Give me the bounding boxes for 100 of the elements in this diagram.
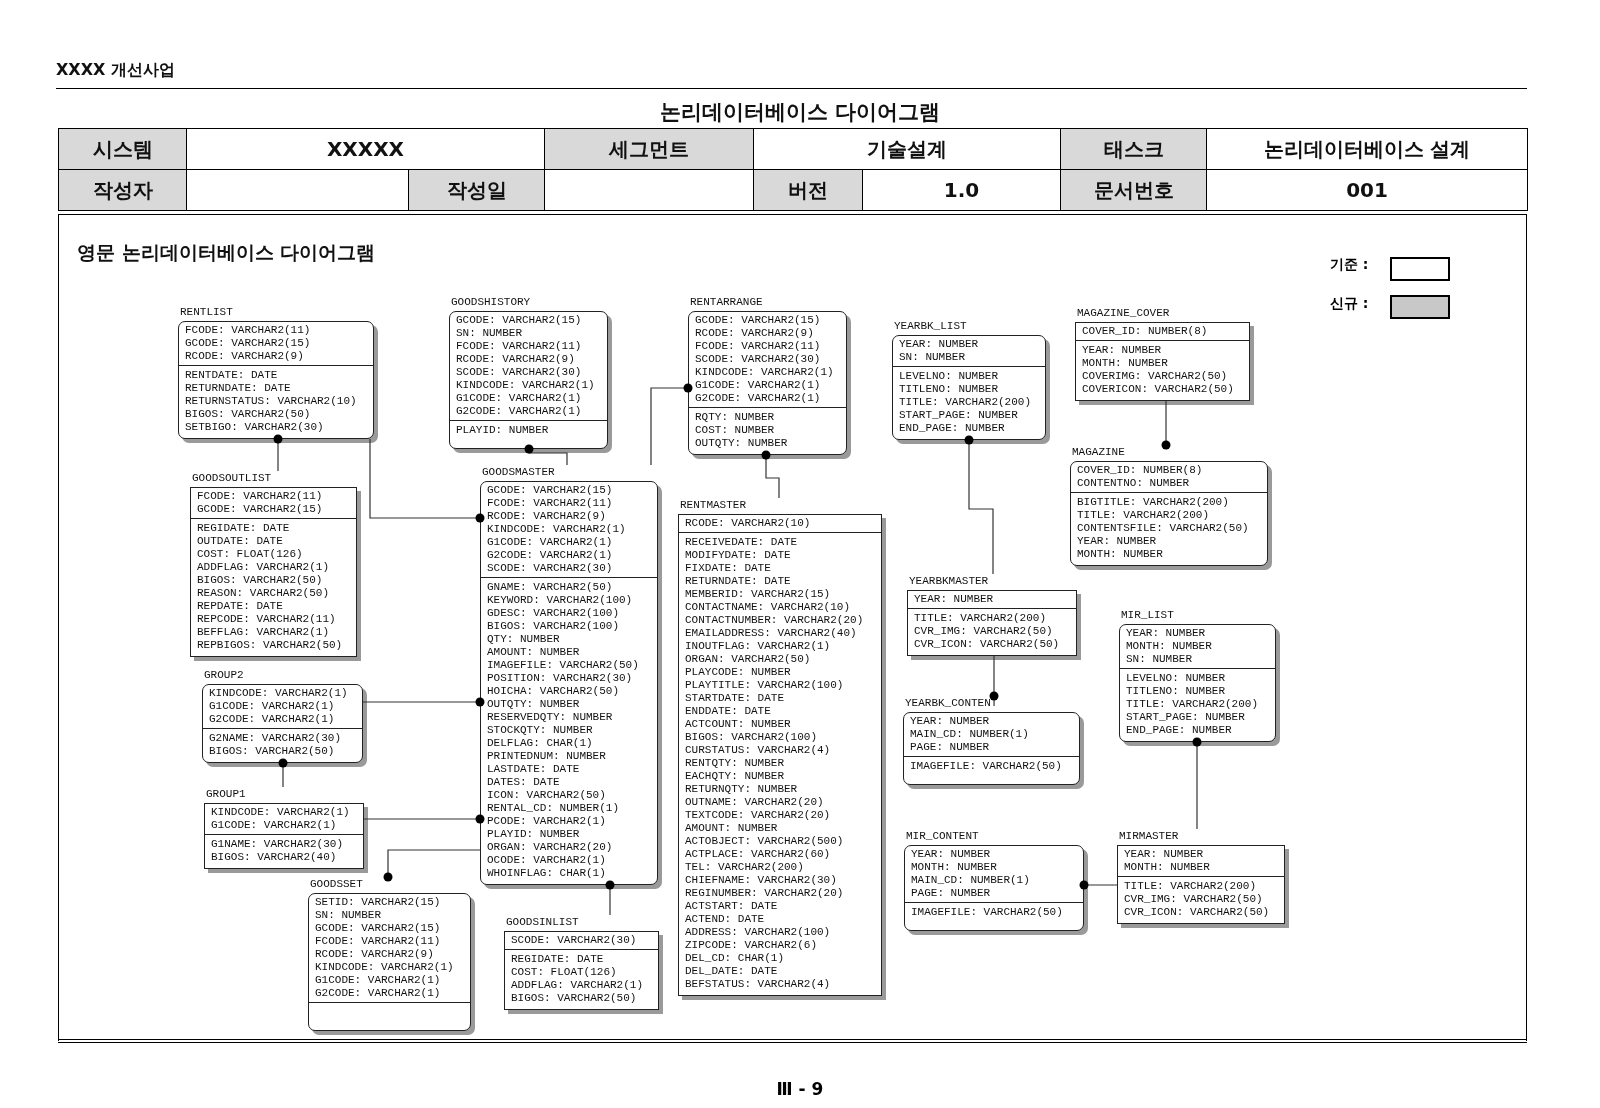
attribute: ADDFLAG: VARCHAR2(1) [197,561,331,574]
relationship-line [650,383,693,466]
attribute: TITLENO: NUMBER [1126,685,1227,698]
key-attribute: YEAR: NUMBER [1126,627,1207,640]
key-attribute: FCODE: VARCHAR2(11) [315,935,442,948]
attribute: CURSTATUS: VARCHAR2(4) [685,744,832,757]
key-attribute: FCODE: VARCHAR2(11) [695,340,822,353]
attribute: FIXDATE: DATE [685,562,772,575]
attribute: RENTAL_CD: NUMBER(1) [487,802,621,815]
relationship-line [362,697,485,707]
attribute: IMAGEFILE: VARCHAR2(50) [911,906,1064,919]
attribute: BEFSTATUS: VARCHAR2(4) [685,978,832,991]
key-attribute: FCODE: VARCHAR2(11) [487,497,614,510]
entity-name: GOODSINLIST [506,915,579,929]
attribute: G2NAME: VARCHAR2(30) [209,732,343,745]
attribute: DELFLAG: CHAR(1) [487,737,594,750]
table-cell: 논리데이터베이스 설계 [1207,129,1528,170]
key-attribute: SETID: VARCHAR2(15) [315,896,442,909]
entity-name: RENTARRANGE [690,295,763,309]
key-attribute: G1CODE: VARCHAR2(1) [211,819,338,832]
attribute: COST: FLOAT(126) [197,548,304,561]
attribute: LEVELNO: NUMBER [1126,672,1227,685]
attribute: CVR_ICON: VARCHAR2(50) [1124,906,1271,919]
key-attribute: SCODE: VARCHAR2(30) [695,353,822,366]
key-attribute: RCODE: VARCHAR2(10) [685,517,812,530]
attribute: BIGOS: VARCHAR2(50) [185,408,312,421]
attribute: KEYWORD: VARCHAR2(100) [487,594,634,607]
key-attribute: G2CODE: VARCHAR2(1) [315,987,442,1000]
attribute: PCODE: VARCHAR2(1) [487,815,607,828]
attribute: ORGAN: VARCHAR2(50) [685,653,812,666]
attribute: MEMBERID: VARCHAR2(15) [685,588,832,601]
key-attribute: MAIN_CD: NUMBER(1) [910,728,1030,741]
key-attribute: MONTH: NUMBER [911,861,998,874]
attribute: REPDATE: DATE [197,600,284,613]
attribute: ACTOBJECT: VARCHAR2(500) [685,835,845,848]
attribute: COVERICON: VARCHAR2(50) [1082,383,1235,396]
relationship-line [383,849,481,882]
relationship-line [1192,737,1202,830]
key-attribute: MONTH: NUMBER [1124,861,1211,874]
attribute: CONTACTNAME: VARCHAR2(10) [685,601,852,614]
entity-name: GROUP1 [206,787,246,801]
attribute: QTY: NUMBER [487,633,561,646]
key-attribute: KINDCODE: VARCHAR2(1) [456,379,596,392]
attribute: BIGTITLE: VARCHAR2(200) [1077,496,1230,509]
table-header-cell: 버전 [754,170,863,211]
attribute: REASON: VARCHAR2(50) [197,587,331,600]
attribute: AMOUNT: NUMBER [487,646,581,659]
key-attribute: KINDCODE: VARCHAR2(1) [209,687,349,700]
attribute: CONTENTSFILE: VARCHAR2(50) [1077,522,1250,535]
key-attribute: YEAR: NUMBER [899,338,980,351]
key-attribute: RCODE: VARCHAR2(9) [456,353,576,366]
attribute: G1NAME: VARCHAR2(30) [211,838,345,851]
key-attribute: PAGE: NUMBER [911,887,992,900]
key-attribute: YEAR: NUMBER [914,593,995,606]
attribute: CVR_ICON: VARCHAR2(50) [914,638,1061,651]
key-attribute: GCODE: VARCHAR2(15) [456,314,583,327]
key-attribute: KINDCODE: VARCHAR2(1) [211,806,351,819]
key-attribute: G2CODE: VARCHAR2(1) [456,405,583,418]
attribute: START_PAGE: NUMBER [899,409,1019,422]
key-attribute: RCODE: VARCHAR2(9) [185,350,305,363]
key-attribute: G1CODE: VARCHAR2(1) [209,700,336,713]
attribute: DATES: DATE [487,776,561,789]
table-header-cell: 시스템 [59,129,187,170]
attribute: ENDDATE: DATE [685,705,772,718]
attribute: IMAGEFILE: VARCHAR2(50) [910,760,1063,773]
attribute: TEL: VARCHAR2(200) [685,861,805,874]
attribute: RETURNDATE: DATE [685,575,792,588]
attribute: MONTH: NUMBER [1082,357,1169,370]
attribute: GDESC: VARCHAR2(100) [487,607,621,620]
attribute: COST: FLOAT(126) [511,966,618,979]
attribute: PLAYID: NUMBER [456,424,550,437]
attribute: ACTSTART: DATE [685,900,779,913]
attribute: MODIFYDATE: DATE [685,549,792,562]
relationship-line [278,758,288,788]
relationship-line [964,435,994,575]
attribute: RECEIVEDATE: DATE [685,536,799,549]
key-attribute: KINDCODE: VARCHAR2(1) [487,523,627,536]
entity-name: GOODSSET [310,877,363,891]
attribute: END_PAGE: NUMBER [1126,724,1233,737]
attribute: ACTPLACE: VARCHAR2(60) [685,848,832,861]
attribute: BEFFLAG: VARCHAR2(1) [197,626,331,639]
attribute: REGIDATE: DATE [511,953,605,966]
attribute: TITLE: VARCHAR2(200) [914,612,1048,625]
attribute: START_PAGE: NUMBER [1126,711,1246,724]
attribute: OUTDATE: DATE [197,535,284,548]
entity-name: MIR_CONTENT [906,829,979,843]
attribute: CVR_IMG: VARCHAR2(50) [914,625,1054,638]
key-attribute: FCODE: VARCHAR2(11) [456,340,583,353]
relationship-line [605,880,615,916]
relationship-line [761,450,780,499]
key-attribute: G2CODE: VARCHAR2(1) [209,713,336,726]
table-header-cell: 문서번호 [1061,170,1207,211]
entity-name: MIR_LIST [1121,608,1174,622]
legend-label: 기준 : [1330,256,1369,274]
key-attribute: MAIN_CD: NUMBER(1) [911,874,1031,887]
key-attribute: SCODE: VARCHAR2(30) [487,562,614,575]
attribute: TITLENO: NUMBER [899,383,1000,396]
key-attribute: COVER_ID: NUMBER(8) [1082,325,1209,338]
key-attribute: RCODE: VARCHAR2(9) [695,327,815,340]
attribute: ICON: VARCHAR2(50) [487,789,607,802]
